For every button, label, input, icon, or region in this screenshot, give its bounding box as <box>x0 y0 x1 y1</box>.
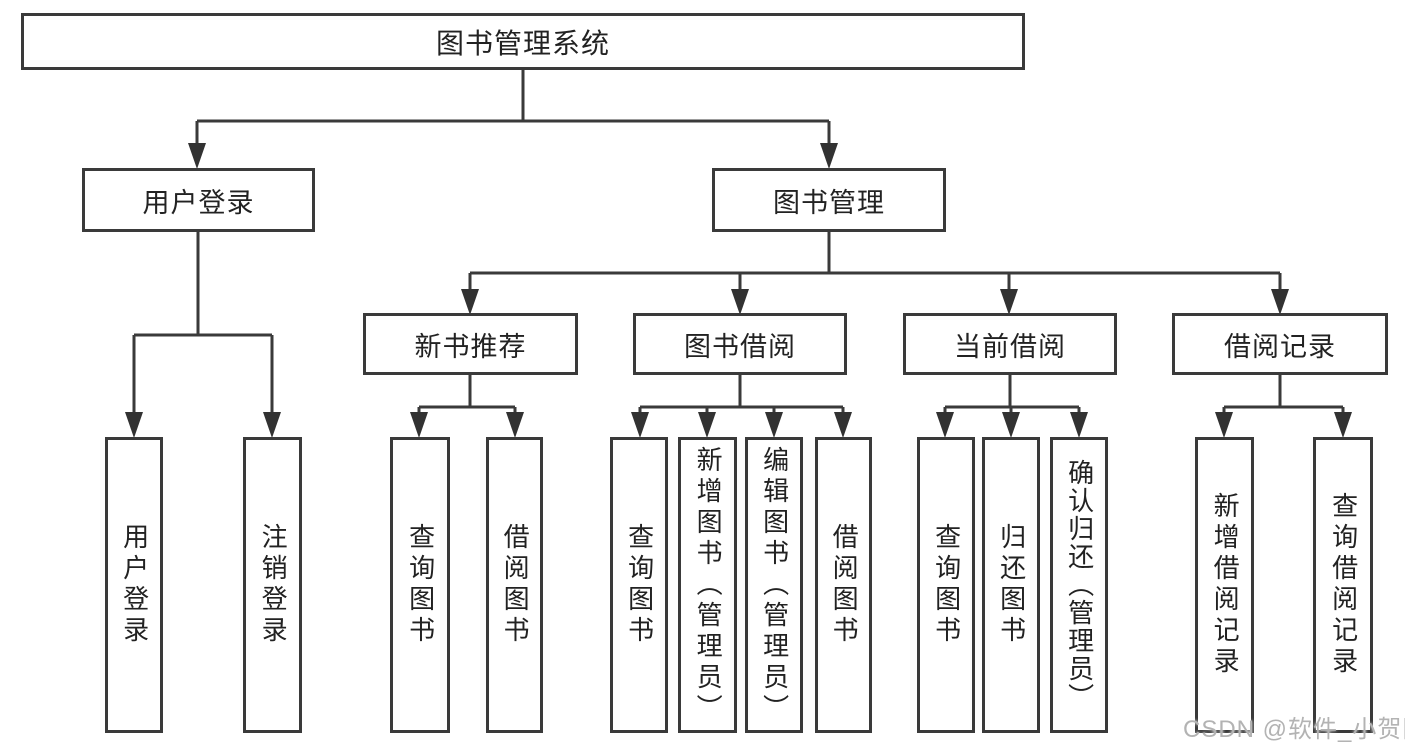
node-label: 归还图书 <box>996 523 1027 647</box>
node-label: 注销登录 <box>258 523 289 647</box>
connector-new-book-children <box>417 375 517 414</box>
node-library-management-system: 图书管理系统 <box>21 13 1025 70</box>
node-current-borrowing: 当前借阅 <box>903 313 1117 375</box>
connector-book-management-children <box>468 232 1282 290</box>
node-new-book-recommend: 新书推荐 <box>363 313 578 375</box>
node-recommend-query-books: 查询图书 <box>390 437 450 733</box>
node-label: 新增图书（管理员） <box>693 445 724 725</box>
connector-records-children <box>1222 375 1345 414</box>
connector-user-login-children <box>132 232 274 414</box>
node-current-return-books: 归还图书 <box>982 437 1040 733</box>
node-label: 借阅图书 <box>829 523 860 647</box>
node-label: 确认归还（管理员） <box>1064 459 1095 711</box>
node-label: 图书借阅 <box>684 331 796 362</box>
node-book-borrowing: 图书借阅 <box>633 313 847 375</box>
node-borrowing-records: 借阅记录 <box>1172 313 1388 375</box>
node-label: 用户登录 <box>119 523 150 647</box>
node-borrowing-query-books: 查询图书 <box>610 437 668 733</box>
node-borrowing-add-books-admin: 新增图书（管理员） <box>678 437 737 733</box>
node-borrowing-edit-books-admin: 编辑图书（管理员） <box>745 437 803 733</box>
connector-root-to-level2 <box>195 70 831 146</box>
connector-borrowing-children <box>638 375 845 414</box>
node-records-add-borrow-record: 新增借阅记录 <box>1195 437 1254 733</box>
node-label: 图书管理 <box>773 187 885 218</box>
node-label: 新书推荐 <box>414 331 527 362</box>
node-label: 查询借阅记录 <box>1328 492 1359 678</box>
node-label: 新增借阅记录 <box>1210 492 1241 678</box>
node-user-login: 用户登录 <box>105 437 163 733</box>
node-label: 借阅图书 <box>500 523 531 647</box>
node-current-confirm-return-admin: 确认归还（管理员） <box>1050 437 1108 733</box>
node-current-query-books: 查询图书 <box>917 437 975 733</box>
node-label: 编辑图书（管理员） <box>759 445 790 725</box>
node-logout: 注销登录 <box>243 437 302 733</box>
node-label: 图书管理系统 <box>435 27 610 59</box>
node-records-query-borrow-record: 查询借阅记录 <box>1313 437 1373 733</box>
watermark-text: CSDN @软件_小贺同学 <box>1183 716 1405 743</box>
node-label: 借阅记录 <box>1224 331 1336 362</box>
node-label: 当前借阅 <box>954 331 1066 362</box>
node-label: 查询图书 <box>624 523 655 647</box>
connector-current-children <box>943 375 1081 414</box>
node-borrowing-borrow-books: 借阅图书 <box>815 437 872 733</box>
node-user-login-group: 用户登录 <box>82 168 315 232</box>
node-book-management: 图书管理 <box>712 168 946 232</box>
node-recommend-borrow-books: 借阅图书 <box>486 437 543 733</box>
node-label: 查询图书 <box>405 523 436 647</box>
node-label: 查询图书 <box>931 523 962 647</box>
node-label: 用户登录 <box>142 187 255 218</box>
